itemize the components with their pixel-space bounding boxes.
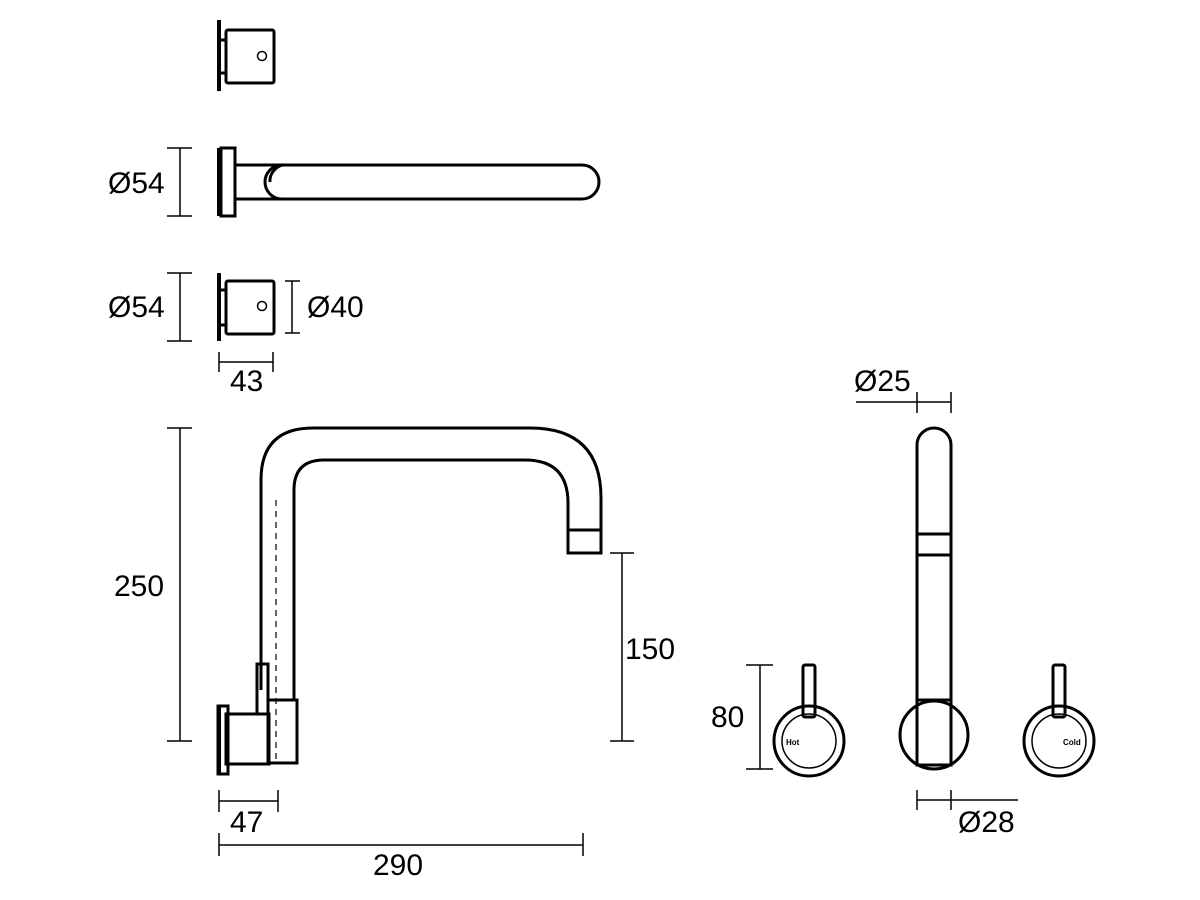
hot-handle-front: Hot: [772, 663, 846, 778]
handle-depth-dimension: 43: [218, 352, 274, 398]
handle-body-diameter-label: Ø40: [307, 291, 364, 324]
spout-side-elevation: [216, 426, 603, 776]
handle-side-view: [217, 273, 276, 341]
cold-label: Cold: [1063, 738, 1081, 747]
handle-body-diameter-dimension: Ø40: [285, 280, 364, 334]
spout-tube-diameter-dimension: Ø25: [854, 365, 952, 413]
outlet-height-dimension: 150: [610, 552, 675, 742]
handle-height-label: 80: [711, 701, 744, 734]
spout-front-elevation: [898, 426, 970, 771]
outlet-height-label: 150: [625, 633, 675, 666]
handle-diameter-dimension: Ø54: [108, 272, 192, 342]
mount-depth-dimension: 47: [218, 790, 279, 839]
spout-reach-label: 290: [373, 849, 423, 882]
handle-diameter-label: Ø54: [108, 291, 165, 324]
spout-base-diameter-dimension: Ø28: [916, 790, 1018, 839]
spout-tube-diameter-label: Ø25: [854, 365, 911, 398]
spout-top-view: [217, 146, 601, 218]
handle-top-view: [217, 20, 276, 91]
mount-depth-label: 47: [230, 806, 263, 839]
handle-depth-label: 43: [230, 365, 263, 398]
spout-base-diameter-label: Ø28: [958, 806, 1015, 839]
spout-height-label: 250: [114, 570, 164, 603]
spout-reach-dimension: 290: [218, 833, 584, 882]
handle-height-dimension: 80: [711, 664, 773, 770]
hot-label: Hot: [786, 738, 800, 747]
spout-diameter-label: Ø54: [108, 167, 165, 200]
spout-height-dimension: 250: [114, 427, 192, 742]
spout-diameter-dimension: Ø54: [108, 147, 192, 217]
cold-handle-front: Cold: [1022, 663, 1096, 778]
